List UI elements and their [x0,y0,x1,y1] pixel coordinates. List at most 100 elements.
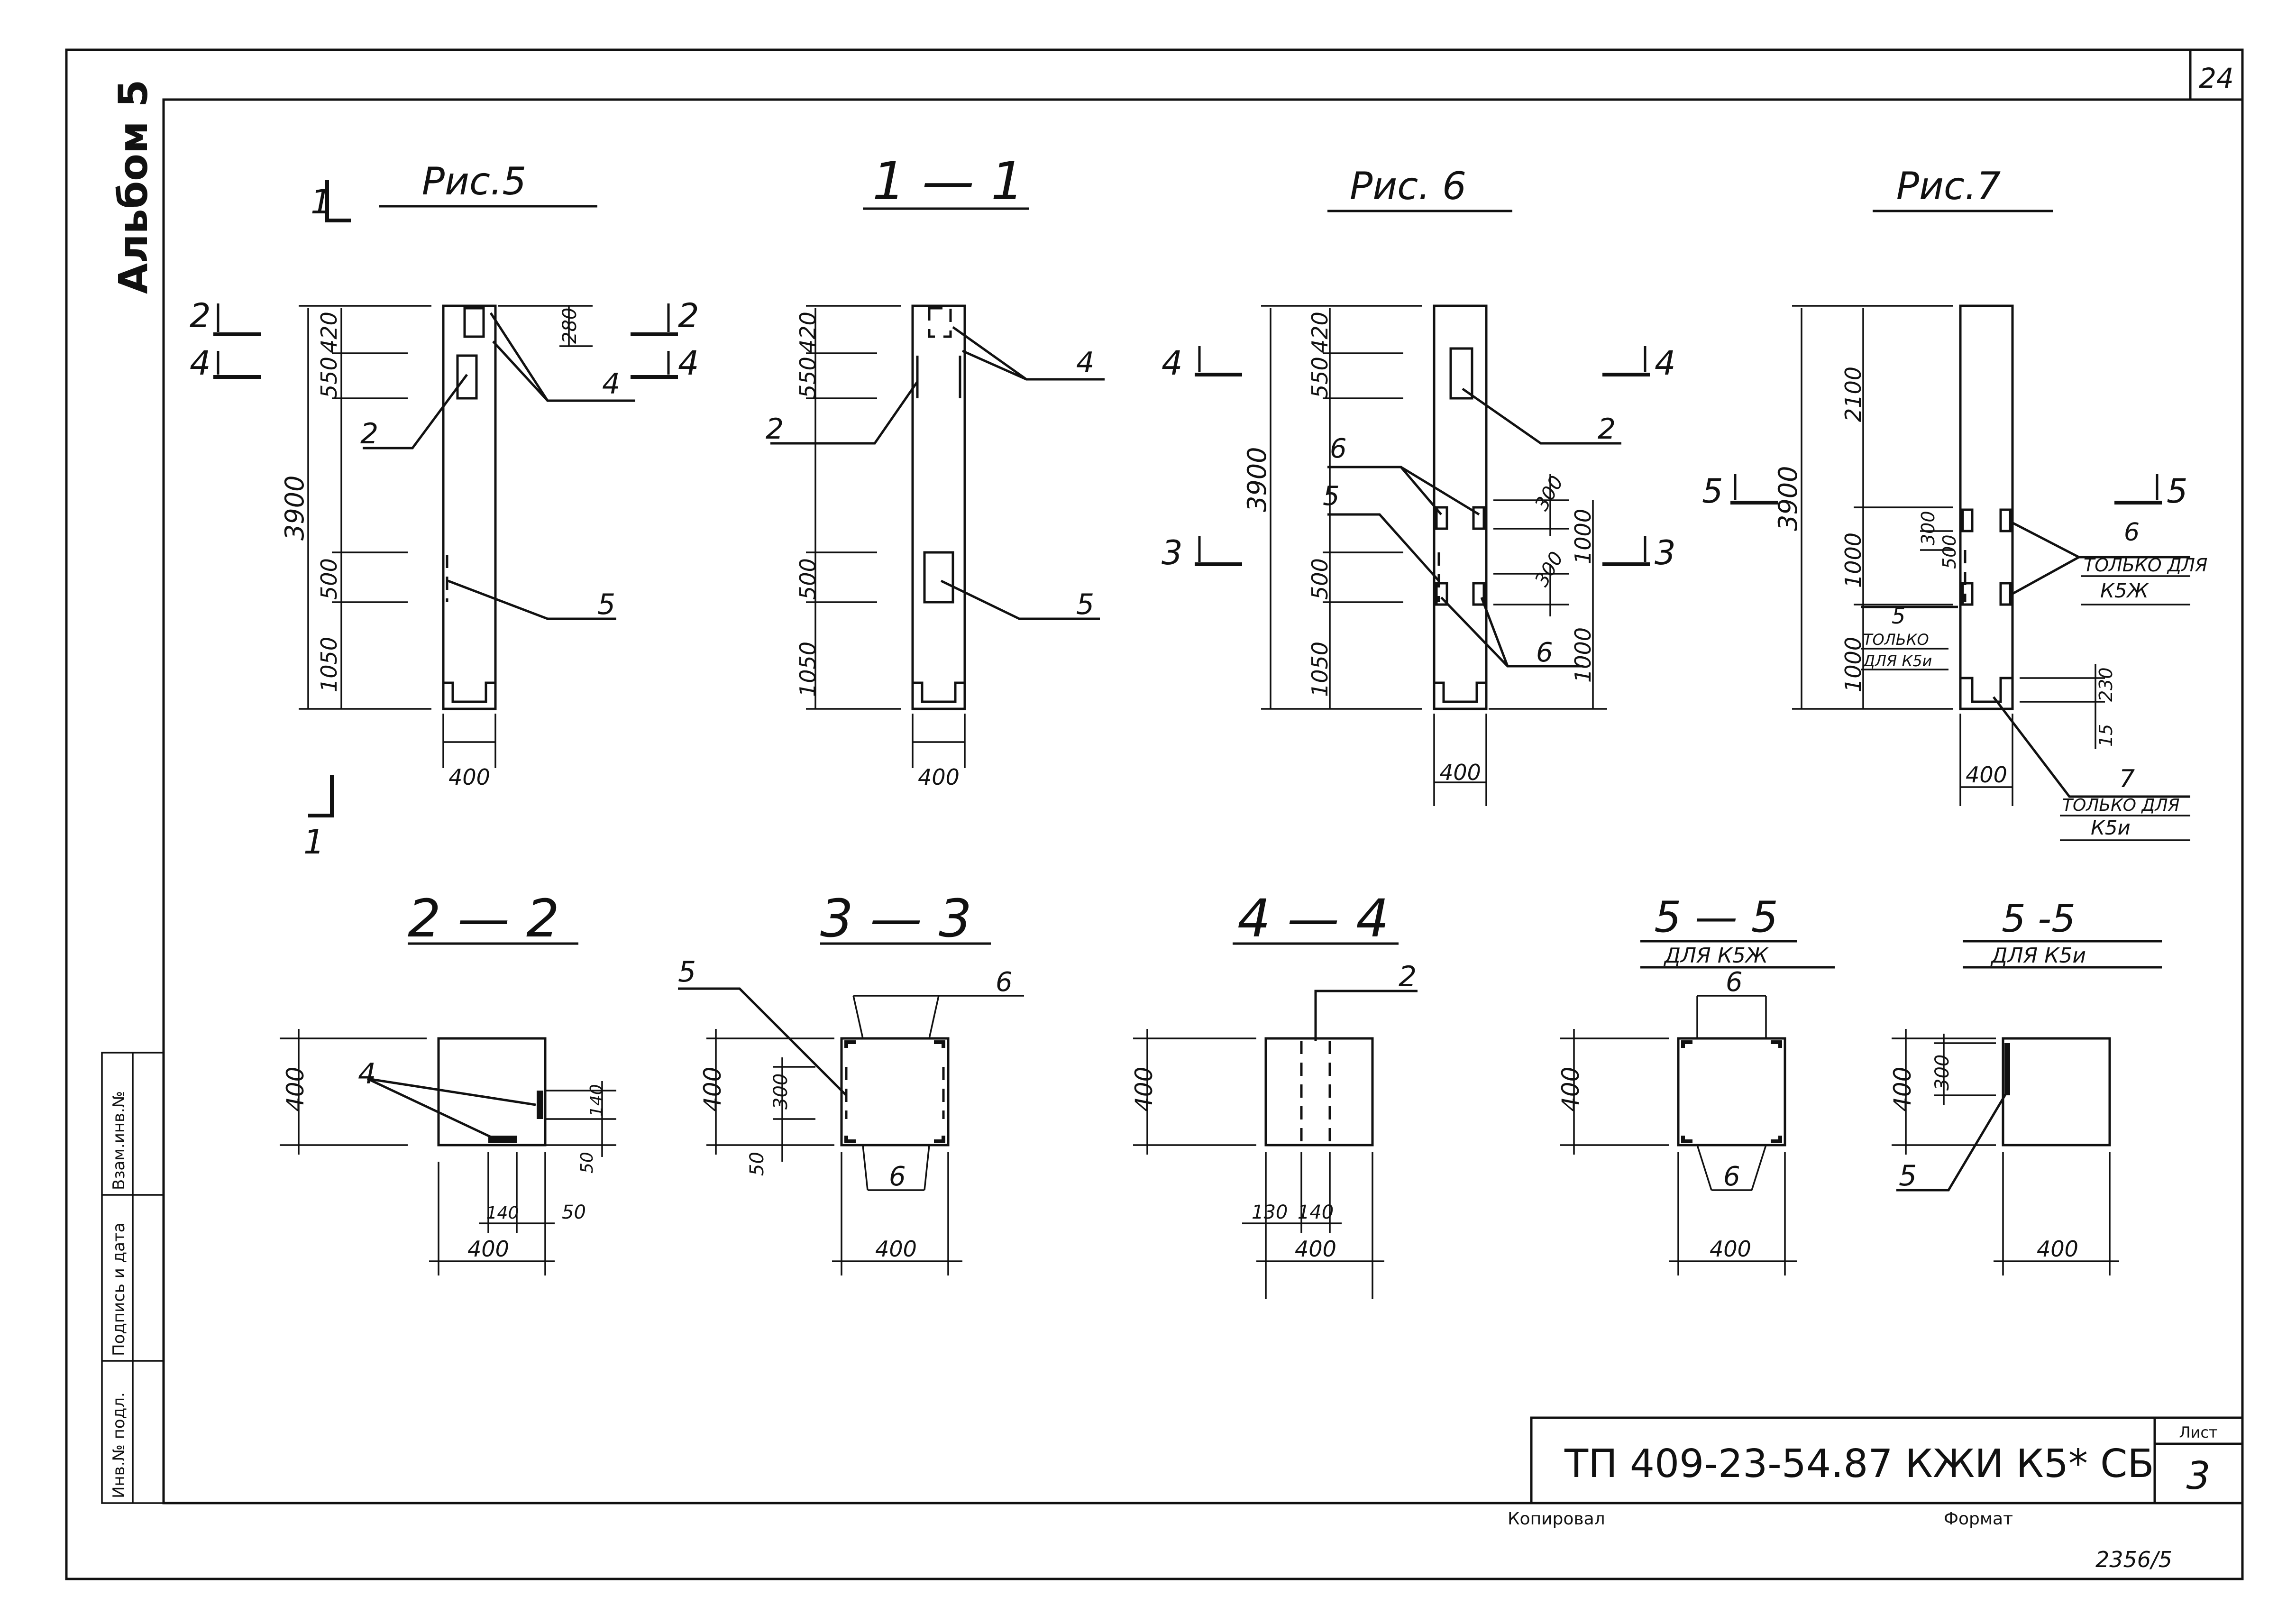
stamp-replace-inv: Взам.инв.№ [110,1091,128,1190]
s44-callout-2: 2 [1399,960,1417,993]
fig6-dim-1000-lower: 1000 [1570,627,1596,683]
fig5-dim-500: 500 [316,558,342,600]
fig6-title: Рис. 6 [1350,164,1466,208]
s55i-subtitle: ДЛЯ К5и [1990,944,2086,968]
section-3-3: 3 — 3 6 6 400 300 50 400 5 [678,888,1024,1275]
figure-7: Рис.7 5 5 2100 3900 1000 1000 300 500 23… [1702,164,2207,841]
title-block-code: ТП 409-23-54.87 КЖИ К5* СБ [1564,1441,2154,1486]
footer-archive-number: 2356/5 [2095,1547,2172,1572]
s22-dim-140-horiz: 140 [486,1203,519,1223]
fig7-note-7-line2: К5и [2091,816,2131,839]
footer-format: Формат [1944,1509,2013,1529]
fig5-dim-400: 400 [448,764,490,790]
s22-dim-50-vert: 50 [577,1152,597,1174]
fig5-callout-2: 2 [360,417,378,450]
s55zh-subtitle: ДЛЯ К5Ж [1664,944,1769,968]
s55i-dim-300: 300 [1931,1055,1953,1091]
sec11-dim-500: 500 [795,558,821,600]
s22-dim-width-400: 400 [467,1236,509,1262]
s33-callout-6-bottom: 6 [889,1161,906,1192]
fig6-dim-500: 500 [1307,558,1333,600]
fig6-callout-6-upper: 6 [1330,433,1347,464]
fig5-cut-2-left: 2 [190,296,211,335]
s44-dim-width-400: 400 [1295,1236,1336,1262]
sec11-callout-4: 4 [1076,346,1094,379]
s22-dim-140-vert: 140 [587,1084,606,1117]
fig6-callout-6-lower: 6 [1536,637,1553,668]
fig5-cut-2-right: 2 [678,296,699,335]
fig6-dim-400: 400 [1439,760,1481,785]
s44-dim-400: 400 [1130,1067,1158,1112]
title-block-sheet-label: Лист [2179,1423,2217,1441]
fig6-dim-420: 420 [1307,312,1333,353]
sec11-title: 1 — 1 [872,151,1024,211]
section-1-1-elevation: 1 — 1 550 420 500 1050 400 2 4 5 [766,151,1105,790]
s33-callout-5: 5 [678,955,696,989]
fig7-dim-3900: 3900 [1773,466,1803,531]
fig7-dim-500: 500 [1939,534,1960,569]
s33-dim-300: 300 [770,1073,792,1110]
s55i-callout-5: 5 [1899,1159,1917,1193]
fig7-callout-7: 7 [2119,765,2135,793]
s33-title: 3 — 3 [820,888,972,949]
sec11-dim-550: 550 [795,357,821,398]
fig6-dim-3900: 3900 [1242,447,1272,512]
fig7-dim-2100: 2100 [1840,367,1866,422]
s22-title: 2 — 2 [408,888,559,949]
s44-dim-130: 130 [1252,1202,1288,1223]
sec11-dim-1050: 1050 [795,642,821,697]
fig6-dim-1000-upper: 1000 [1570,509,1596,564]
fig6-cut-4-right: 4 [1655,344,1676,383]
fig5-dim-420: 420 [316,312,342,353]
section-4-4: 4 — 4 2 400 130 140 400 [1130,888,1418,1299]
fig5-cut-1-top: 1 [311,183,332,221]
stamp-signature-date: Подпись и дата [110,1222,128,1356]
fig6-dim-300-lower: 300 [1531,548,1568,590]
fig7-dim-300: 300 [1918,511,1939,545]
fig5-dim-3900: 3900 [280,476,310,541]
s33-dim-50: 50 [746,1152,768,1176]
fig6-dim-300-upper: 300 [1531,472,1568,514]
fig7-note-6-line2: К5Ж [2100,579,2150,602]
fig7-dim-1000-lower: 1000 [1840,637,1866,692]
sheet-frame [65,48,2244,1580]
stamp-inv-original: Инв.№ подл. [110,1392,128,1498]
figure-5: Рис.5 1 1 2 4 2 4 550 420 3900 500 [190,159,699,862]
s22-dim-400: 400 [282,1067,309,1112]
fig5-dim-550: 550 [316,357,342,398]
s33-callout-6-top: 6 [996,967,1013,998]
footer-copied: Копировал [1508,1509,1605,1529]
fig5-callout-5: 5 [597,588,615,621]
s55zh-title: 5 — 5 [1654,892,1778,942]
figure-6: Рис. 6 4 4 3 3 550 420 3900 500 1050 [1162,164,1676,806]
fig6-callout-2: 2 [1598,413,1616,446]
fig7-note-6-line1: ТОЛЬКО ДЛЯ [2084,555,2207,576]
fig7-dim-400: 400 [1966,762,2007,788]
fig6-cut-3-left: 3 [1162,533,1183,572]
fig7-dim-230: 230 [2095,667,2116,702]
fig5-cut-4-right: 4 [678,344,699,383]
s22-dim-50-horiz: 50 [562,1202,586,1223]
fig5-dim-280: 280 [559,308,581,344]
s33-dim-width-400: 400 [875,1236,917,1262]
fig7-dim-1000-upper: 1000 [1840,532,1866,588]
s33-dim-400: 400 [699,1067,726,1112]
title-block: ТП 409-23-54.87 КЖИ К5* СБ Лист 3 [1530,1416,2244,1505]
fig7-callout-5: 5 [1892,603,1905,629]
sec11-callout-5: 5 [1076,588,1094,621]
s55zh-callout-6-top: 6 [1726,967,1743,998]
album-label: Альбом 5 [110,80,156,294]
fig7-cut-5-left: 5 [1702,472,1723,511]
s22-callout-4: 4 [358,1057,376,1091]
fig6-cut-4-left: 4 [1162,344,1183,383]
sec11-dim-420: 420 [795,312,821,353]
fig7-cut-5-right: 5 [2167,472,2188,511]
fig6-callout-5: 5 [1323,481,1340,512]
side-stamp: Инв.№ подл. Подпись и дата Взам.инв.№ [101,1052,165,1504]
fig7-note-5-line1: ТОЛЬКО [1863,631,1929,649]
s55zh-callout-6-bottom: 6 [1723,1161,1740,1192]
fig5-callout-4: 4 [602,367,620,401]
s55zh-dim-width-400: 400 [1710,1236,1751,1262]
sec11-callout-2: 2 [766,413,784,446]
